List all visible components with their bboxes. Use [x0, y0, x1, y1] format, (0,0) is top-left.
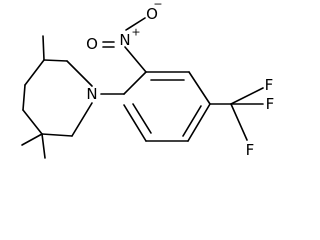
- ring-nitrogen-label: N: [86, 85, 97, 103]
- bond-cf3-f1: [230, 87, 264, 105]
- trifluoromethyl-group: [209, 87, 264, 141]
- nitro-oxygen-double-label: O: [86, 35, 98, 53]
- bond-methyl-bottom-2: [41, 133, 46, 159]
- bond-nitro-n-o-single: [125, 17, 146, 31]
- fluorine-label-2: F: [266, 95, 275, 113]
- bond-ar-c6-c1: [123, 104, 147, 142]
- bond-ar-c6-c1-inner: [132, 103, 152, 134]
- fluorine-label-1: F: [265, 76, 274, 94]
- bond-c4-c5: [22, 84, 26, 111]
- azepane-ring: [21, 35, 93, 159]
- nitro-group: [102, 17, 147, 73]
- bond-c7-n: [71, 102, 93, 137]
- bond-c6-c7: [41, 133, 73, 137]
- bond-ar-nitro-n: [124, 46, 147, 73]
- nitro-oxygen-top-label: O: [146, 5, 158, 23]
- nitro-oxygen-top-charge: −: [153, 0, 162, 11]
- bond-methyl-top: [42, 35, 45, 61]
- nitro-nitrogen-charge: +: [131, 26, 140, 39]
- bond-c5-c6: [22, 109, 43, 135]
- bond-c3-c4: [24, 59, 45, 86]
- bond-cf3-f3: [230, 103, 248, 141]
- bond-n-c2: [66, 60, 93, 87]
- bond-ar-c4-c5: [187, 103, 211, 142]
- benzene-ring: [100, 71, 211, 142]
- bond-ar-c1-c2: [123, 71, 147, 95]
- bond-ar-c3-c4: [188, 71, 211, 105]
- bond-ar-c4-c5-inner: [182, 105, 202, 137]
- bond-c2-c3: [43, 59, 68, 62]
- bond-methyl-bottom-1: [21, 133, 43, 146]
- chemical-structure: N N + O − O F F F: [21, 0, 275, 159]
- nitro-nitrogen-label: N: [119, 31, 130, 49]
- fluorine-label-3: F: [246, 141, 255, 159]
